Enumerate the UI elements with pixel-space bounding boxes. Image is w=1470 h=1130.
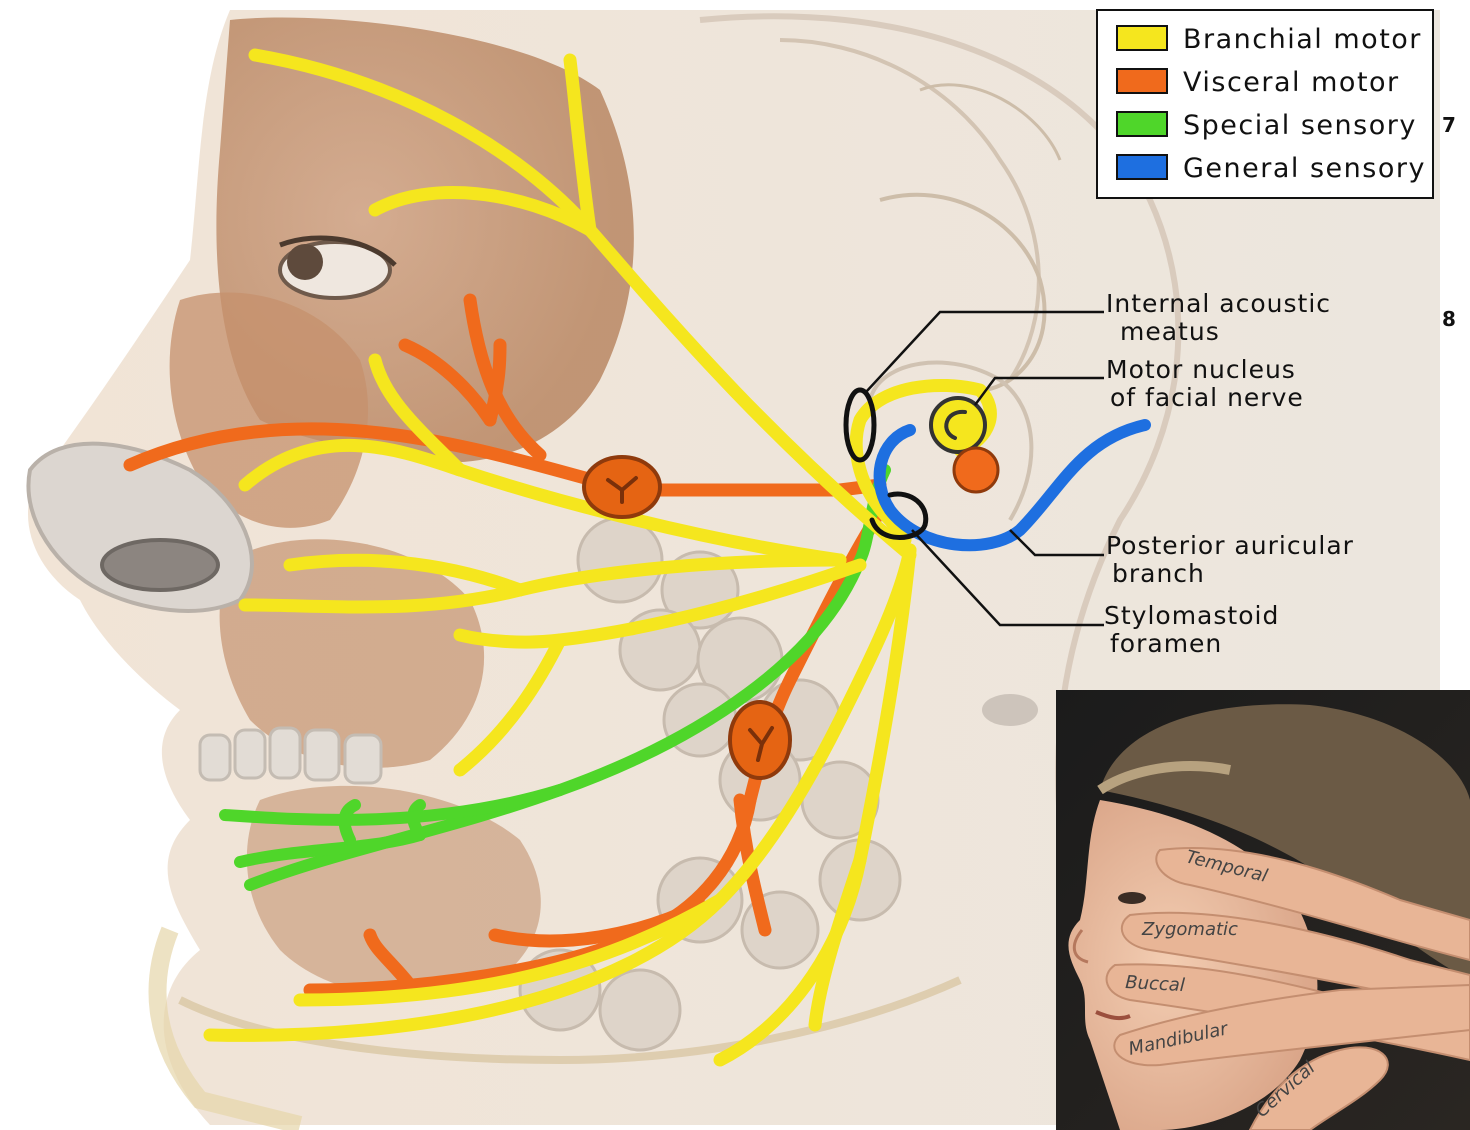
teeth: [200, 728, 381, 783]
legend-swatch-general: [1117, 155, 1167, 179]
inset-photo: Temporal Zygomatic Buccal Mandibular Cer…: [1056, 690, 1470, 1130]
legend-item-branchial: Branchial motor: [1117, 24, 1422, 55]
svg-text:Internal acoustic: Internal acoustic: [1106, 289, 1331, 318]
legend-swatch-branchial: [1117, 26, 1167, 50]
legend-label-visceral: Visceral motor: [1183, 67, 1400, 98]
label-motor-nucleus: Motor nucleus of facial nerve: [1106, 355, 1304, 412]
inset-label-zygomatic: Zygomatic: [1141, 919, 1238, 940]
inset-label-buccal: Buccal: [1125, 972, 1186, 996]
legend-swatch-visceral: [1117, 69, 1167, 93]
legend-item-special: Special sensory: [1117, 110, 1417, 141]
submandibular-ganglion: [730, 702, 790, 778]
svg-text:foramen: foramen: [1110, 629, 1222, 658]
legend-label-general: General sensory: [1183, 153, 1426, 184]
svg-text:of facial nerve: of facial nerve: [1110, 383, 1304, 412]
legend-item-general: General sensory: [1117, 153, 1426, 184]
svg-text:Stylomastoid: Stylomastoid: [1104, 601, 1279, 630]
svg-text:meatus: meatus: [1120, 317, 1220, 346]
motor-nucleus-yellow: [931, 398, 985, 452]
visceral-nucleus-orange: [954, 448, 998, 492]
legend-item-visceral: Visceral motor: [1117, 67, 1400, 98]
legend-label-special: Special sensory: [1183, 110, 1417, 141]
side-number-8: 8: [1442, 307, 1456, 331]
svg-text:branch: branch: [1112, 559, 1205, 588]
svg-text:Motor nucleus: Motor nucleus: [1106, 355, 1296, 384]
pterygopalatine-ganglion: [584, 457, 660, 517]
side-number-7: 7: [1442, 113, 1456, 137]
legend-swatch-special: [1117, 112, 1167, 136]
legend-label-branchial: Branchial motor: [1183, 24, 1422, 55]
svg-text:Posterior auricular: Posterior auricular: [1106, 531, 1354, 560]
